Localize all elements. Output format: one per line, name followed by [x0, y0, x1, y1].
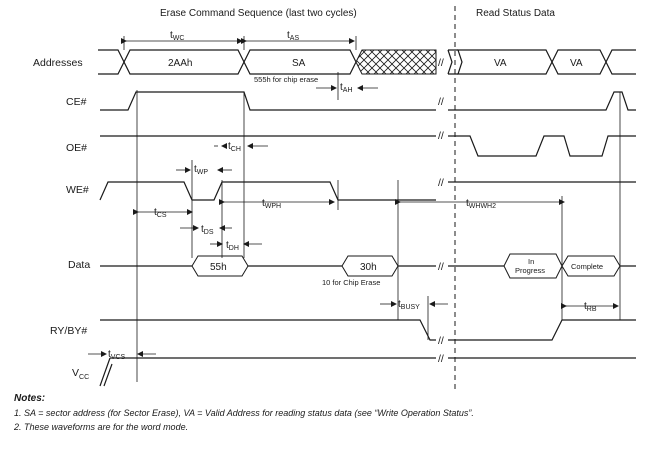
timing-trb: tRB [584, 301, 597, 313]
chip-erase-data-note: 10 for Chip Erase [322, 278, 380, 287]
signal-label-we: WE# [66, 184, 89, 196]
data-in-progress-line2: Progress [515, 266, 545, 275]
svg-text://: // [438, 57, 444, 69]
svg-text://: // [438, 353, 444, 365]
data-box-55h [191, 255, 249, 277]
timing-tah: tAH [340, 82, 353, 94]
timing-tds: tDS [201, 224, 214, 236]
reference-lines [136, 90, 621, 382]
data-value-55h: 55h [210, 262, 227, 273]
svg-text://: // [438, 130, 444, 142]
signal-label-vcc: VCC [72, 367, 89, 381]
address-value-va-2: VA [570, 58, 583, 69]
ryby-waveform [100, 319, 636, 341]
svg-text://: // [438, 177, 444, 189]
we-waveform [99, 181, 636, 201]
timing-tcs: tCS [154, 207, 167, 219]
addresses-waveform [98, 49, 636, 75]
timing-twhwh2: tWHWH2 [466, 198, 496, 210]
data-value-30h: 30h [360, 262, 377, 273]
signal-label-data: Data [68, 259, 90, 271]
timing-twc: tWC [170, 30, 184, 42]
oe-waveform [100, 135, 636, 157]
timing-tdh: tDH [226, 240, 239, 252]
timing-tch: tCH [228, 141, 241, 153]
timing-tvcs: tVCS [108, 349, 126, 361]
signal-label-ryby: RY/BY# [50, 325, 87, 337]
timing-tas: tAS [287, 30, 299, 42]
read-status-header: Read Status Data [476, 8, 555, 19]
timing-twp: tWP [194, 164, 208, 176]
signal-label-addresses: Addresses [33, 57, 83, 69]
note-1: 1. SA = sector address (for Sector Erase… [14, 408, 474, 418]
address-value-2aah: 2AAh [168, 58, 192, 69]
signal-label-oe: OE# [66, 142, 87, 154]
svg-text://: // [438, 261, 444, 273]
notes-section: Notes: 1. SA = sector address (for Secto… [14, 392, 474, 434]
ce-waveform [100, 91, 636, 111]
timing-tbusy: tBUSY [398, 299, 420, 311]
data-complete: Complete [571, 262, 603, 271]
address-value-sa: SA [292, 58, 306, 69]
addresses-invalid-region [355, 49, 437, 75]
svg-text://: // [438, 335, 444, 347]
address-value-va-1: VA [494, 58, 507, 69]
notes-title: Notes: [14, 393, 46, 404]
signal-label-ce: CE# [66, 96, 87, 108]
data-in-progress-line1: In [528, 257, 534, 266]
note-2: 2. These waveforms are for the word mode… [14, 422, 189, 432]
break-marks: // // // // // // // [438, 57, 444, 365]
timing-twph: tWPH [262, 198, 281, 210]
erase-sequence-header: Erase Command Sequence (last two cycles) [160, 8, 357, 19]
chip-erase-address-note: 555h for chip erase [254, 75, 318, 84]
vcc-waveform [99, 357, 636, 387]
svg-text://: // [438, 96, 444, 108]
